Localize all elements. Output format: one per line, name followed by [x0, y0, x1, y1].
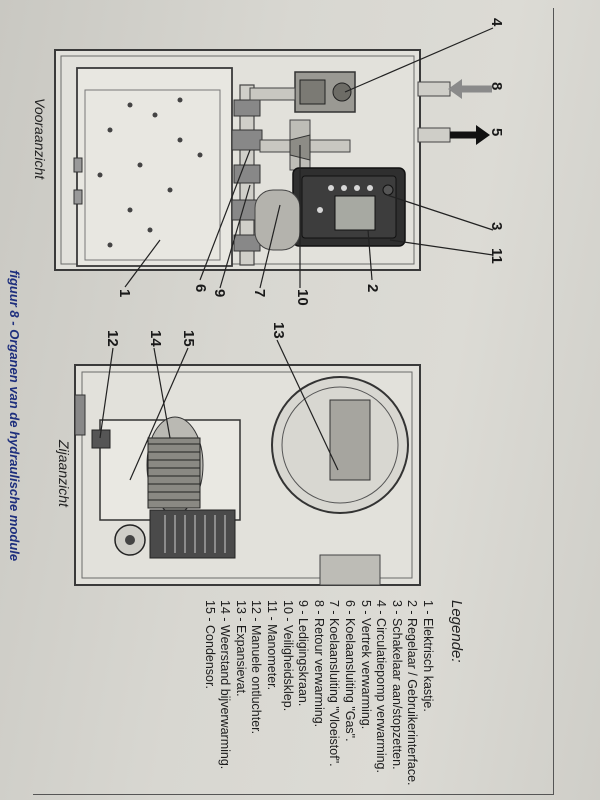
legend-item: 8 - Retour verwarming.	[311, 600, 326, 728]
side-callout-14: 14	[147, 330, 164, 347]
front-callout-11: 11	[488, 248, 505, 264]
figure-caption: figuur 8 - Organen van de hydraulische m…	[7, 270, 22, 562]
legend-item: 5 - Vertrek verwarming.	[358, 600, 373, 730]
side-callout-13: 13	[270, 322, 287, 339]
front-callout-4: 4	[488, 18, 505, 27]
front-view-label: Vooraanzicht	[32, 98, 48, 180]
legend-item: 10 - Veiligheidsklep.	[280, 600, 295, 712]
front-callout-8: 8	[488, 82, 505, 91]
legend-item: 9 - Ledigingskraan.	[296, 600, 311, 707]
front-callout-6: 6	[192, 284, 209, 293]
legend-item: 1 - Elektrisch kastje.	[421, 600, 435, 712]
legend-item: 13 - Expansievat.	[233, 600, 248, 697]
legend-item: 15 - Condensor.	[202, 600, 217, 689]
front-callout-9: 9	[211, 289, 228, 298]
legend-item: 14 - Weerstand bijverwarming.	[218, 600, 233, 770]
legend-item: 2 - Regelaar / Gebruikerinterface.	[405, 600, 420, 786]
front-callout-7: 7	[251, 289, 268, 298]
side-callout-15: 15	[180, 330, 197, 347]
side-callout-12: 12	[104, 330, 121, 347]
legend-item: 6 - Koelaansluiting "Gas".	[343, 600, 358, 742]
side-view-label: Zijaanzicht	[56, 440, 72, 507]
legend-item: 12 - Manuele ontluchter.	[249, 600, 264, 735]
front-callout-3: 3	[488, 222, 505, 231]
front-callout-1: 1	[116, 289, 133, 298]
legend-heading: Legende:	[448, 600, 465, 663]
front-callout-10: 10	[294, 289, 311, 306]
front-callout-5: 5	[488, 128, 505, 137]
legend-list: 1 - Elektrisch kastje. 2 - Regelaar / Ge…	[201, 600, 435, 786]
front-callout-2: 2	[364, 284, 381, 293]
legend-item: 3 - Schakelaar aan/stopzetten.	[389, 600, 404, 770]
legend-item: 7 - Koelaansluiting "Vloeistof".	[327, 600, 342, 767]
legend-item: 11 - Manometer.	[265, 600, 280, 691]
legend-item: 4 - Circulatiepomp verwarming.	[374, 600, 389, 773]
